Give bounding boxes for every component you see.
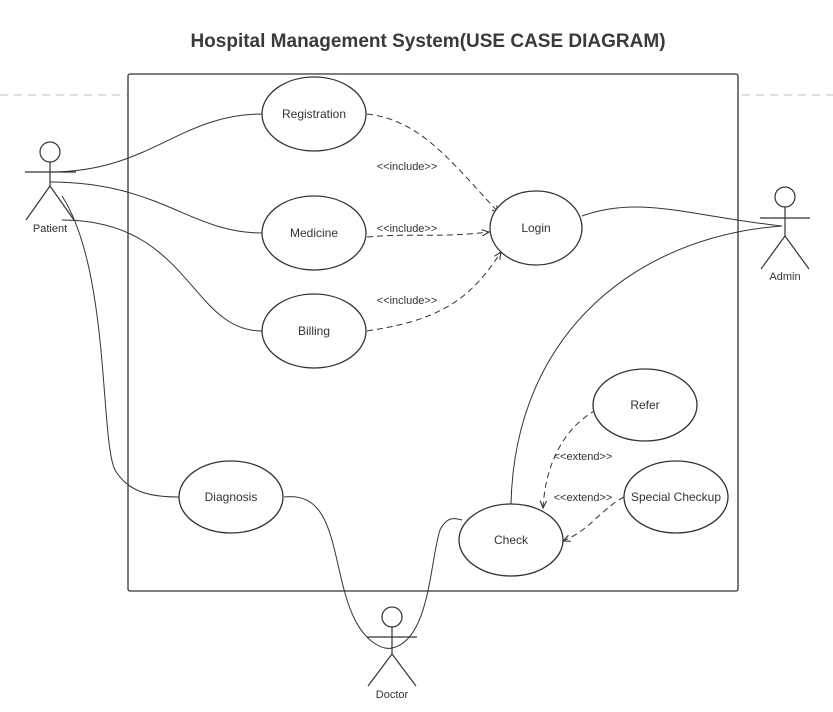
use-case-refer-label: Refer bbox=[630, 398, 659, 412]
extend-label-refer: <<extend>> bbox=[554, 451, 613, 463]
actor-doctor-leg-left bbox=[367, 653, 393, 687]
assoc-diagnosis-doctor bbox=[283, 496, 393, 649]
assoc-doctor-check bbox=[391, 518, 463, 649]
actor-admin-leg-left bbox=[760, 235, 786, 270]
actor-patient-label: Patient bbox=[33, 223, 67, 235]
include-label-billing: <<include>> bbox=[377, 295, 438, 307]
diagram-title: Hospital Management System(USE CASE DIAG… bbox=[190, 31, 665, 52]
actor-patient-leg-left bbox=[25, 185, 51, 221]
use-case-diagnosis[interactable]: Diagnosis bbox=[178, 460, 284, 534]
include-billing-login bbox=[366, 252, 501, 332]
include-label-medicine: <<include>> bbox=[377, 223, 438, 235]
use-case-check[interactable]: Check bbox=[458, 503, 564, 577]
actor-admin-label: Admin bbox=[769, 271, 800, 283]
use-case-login-label: Login bbox=[521, 221, 550, 235]
assoc-login-admin bbox=[581, 206, 783, 227]
actor-admin-head bbox=[774, 186, 796, 208]
actor-doctor[interactable]: Doctor bbox=[367, 606, 417, 701]
actor-doctor-leg-right bbox=[391, 653, 417, 687]
use-case-billing[interactable]: Billing bbox=[261, 293, 367, 369]
use-case-medicine[interactable]: Medicine bbox=[261, 195, 367, 271]
extend-label-special: <<extend>> bbox=[554, 492, 613, 504]
assoc-patient-diagnosis bbox=[61, 195, 180, 498]
use-case-registration[interactable]: Registration bbox=[261, 76, 367, 152]
actor-patient[interactable]: Patient bbox=[25, 141, 76, 235]
actor-admin-leg-right bbox=[784, 235, 810, 270]
use-case-registration-label: Registration bbox=[282, 107, 346, 121]
assoc-patient-medicine bbox=[49, 181, 263, 234]
include-registration-login bbox=[366, 113, 499, 213]
use-case-refer[interactable]: Refer bbox=[592, 368, 698, 442]
use-case-special-checkup[interactable]: Special Checkup bbox=[623, 460, 729, 534]
actor-doctor-head bbox=[381, 606, 403, 628]
system-boundary[interactable] bbox=[127, 73, 739, 592]
include-label-registration: <<include>> bbox=[377, 161, 438, 173]
use-case-special-checkup-label: Special Checkup bbox=[631, 490, 721, 504]
assoc-patient-registration bbox=[49, 113, 263, 173]
extend-refer-check bbox=[543, 409, 597, 508]
actor-admin[interactable]: Admin bbox=[760, 186, 810, 283]
assoc-admin-check bbox=[510, 225, 783, 505]
use-case-check-label: Check bbox=[494, 533, 529, 547]
actor-doctor-label: Doctor bbox=[376, 689, 409, 701]
actor-patient-leg-right bbox=[49, 185, 75, 221]
use-case-diagnosis-label: Diagnosis bbox=[205, 490, 258, 504]
use-case-medicine-label: Medicine bbox=[290, 226, 338, 240]
include-medicine-login bbox=[366, 232, 489, 238]
use-case-billing-label: Billing bbox=[298, 324, 330, 338]
assoc-patient-billing bbox=[61, 219, 263, 332]
actor-patient-head bbox=[39, 141, 61, 163]
use-case-login[interactable]: Login bbox=[489, 190, 583, 266]
